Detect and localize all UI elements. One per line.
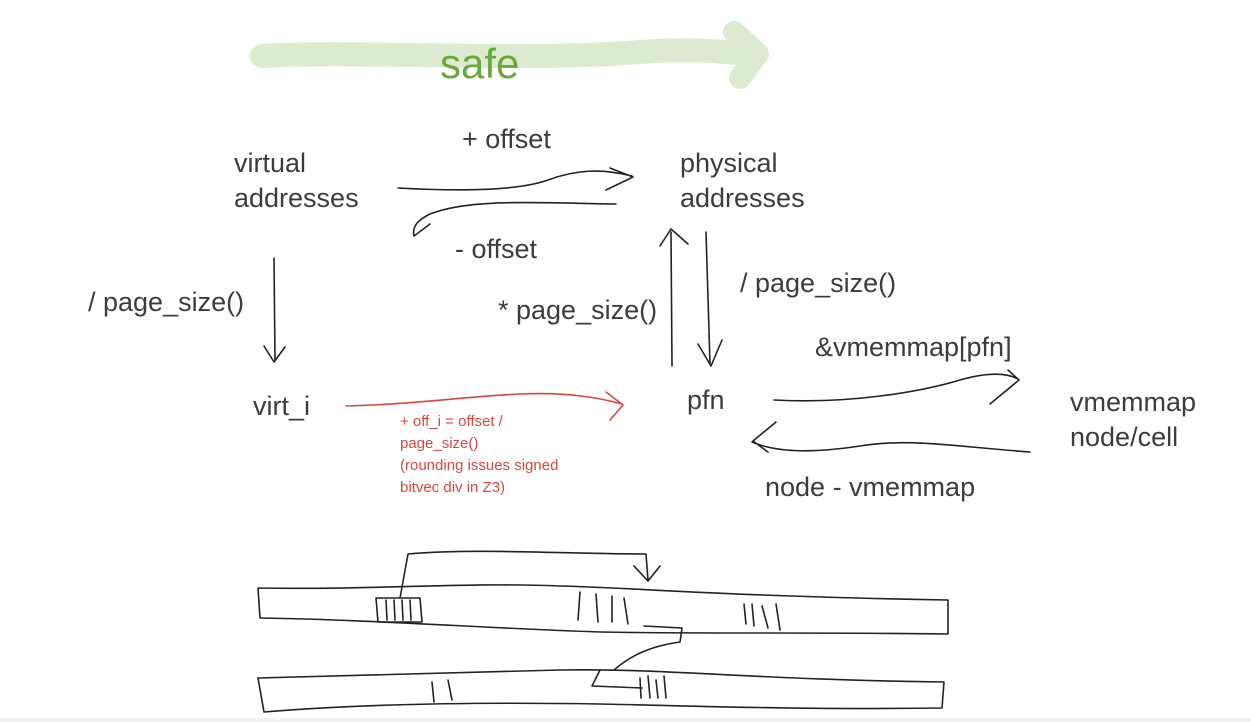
off-i-note-line-2: page_size() xyxy=(400,435,479,452)
bottom-divider xyxy=(0,718,1251,722)
safe-arrow xyxy=(250,21,769,89)
div-page-size-left-label: / page_size() xyxy=(88,287,245,317)
vmemmap-pfn-arrow xyxy=(773,369,1020,405)
off-i-note: + off_i = offset / page_size() (rounding… xyxy=(400,411,558,499)
safe-label: safe xyxy=(440,40,520,87)
off-i-note-line-3: (rounding issues signed xyxy=(400,457,559,474)
virt-i-label: virt_i xyxy=(253,391,311,421)
off-i-arrow xyxy=(345,391,624,421)
off-i-note-line-4: bitvec div in Z3) xyxy=(400,479,506,496)
minus-offset-arrow xyxy=(412,201,617,237)
div-page-size-right-label: / page_size() xyxy=(740,268,897,298)
vmemmap-line-1: vmemmap xyxy=(1070,387,1197,417)
virtual-addresses-label: virtual addresses xyxy=(234,146,359,216)
div-page-size-left-arrow xyxy=(263,257,286,363)
node-minus-vmemmap-label: node - vmemmap xyxy=(765,472,976,502)
vmemmap-line-2: node/cell xyxy=(1070,422,1179,452)
virtual-addresses-line-2: addresses xyxy=(234,183,359,213)
physical-addresses-label: physical addresses xyxy=(680,146,805,216)
memory-sketch xyxy=(257,550,949,713)
plus-offset-arrow xyxy=(397,167,634,191)
physical-addresses-line-2: addresses xyxy=(680,183,805,213)
minus-offset-label: - offset xyxy=(455,234,538,264)
plus-offset-label: + offset xyxy=(462,124,551,154)
off-i-note-line-1: + off_i = offset / xyxy=(400,413,503,430)
mul-page-size-arrow xyxy=(659,228,689,367)
node-minus-vmemmap-arrow xyxy=(751,421,1031,453)
vmemmap-pfn-label: &vmemmap[pfn] xyxy=(815,332,1012,362)
vmemmap-node-label: vmemmap node/cell xyxy=(1070,385,1196,455)
virtual-addresses-line-1: virtual xyxy=(234,148,307,178)
physical-addresses-line-1: physical xyxy=(680,148,778,178)
div-page-size-right-arrow xyxy=(697,231,723,367)
mul-page-size-label: * page_size() xyxy=(498,295,658,325)
pfn-label: pfn xyxy=(687,385,725,415)
